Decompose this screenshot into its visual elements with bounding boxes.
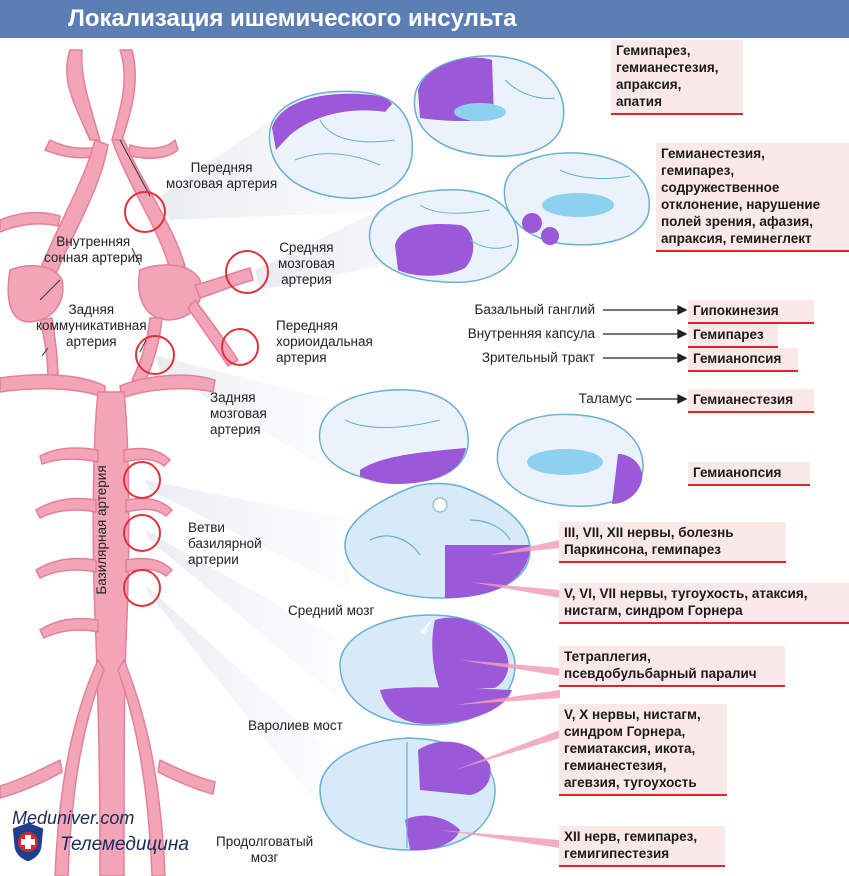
brain-aca-medial [413, 55, 565, 157]
symptom-line: Гипокинезия [693, 303, 779, 318]
symptom-line: гемипарез, [661, 163, 735, 178]
label-medulla: Продолговатый мозг [216, 834, 313, 866]
label-line: Задняя [68, 302, 115, 317]
brain-pca-medial [496, 413, 644, 507]
label-posterior-communicating-artery: Задняя коммуникативная артерия [36, 302, 147, 350]
symptom-line: Гемипарез [693, 327, 764, 342]
symptom-line: Гемипарез, [616, 43, 691, 58]
symptom-line: апатия [616, 94, 662, 109]
symptom-line: XII нерв, гемипарез, [564, 829, 698, 844]
symptom-line: Тетраплегия, [564, 649, 651, 664]
brainstem-medulla [319, 737, 496, 851]
shield-cross-icon [11, 821, 45, 863]
brain-aca-lateral [268, 90, 414, 199]
label-line: Передняя [276, 318, 338, 333]
label-line: сонная артерия [44, 250, 143, 265]
symptom-box-midbrain-2: V, VI, VII нервы, тугоухость, атаксия, н… [559, 583, 849, 624]
label-line: базилярной [188, 536, 262, 551]
label-line: Внутренняя [56, 234, 131, 249]
label-line: мозговая [278, 256, 335, 271]
symptom-line: V, X нервы, нистагм, [564, 707, 701, 722]
brainstem-pons [339, 614, 516, 726]
symptom-line: Гемианестезия, [661, 146, 765, 161]
label-optic-tract: Зрительный тракт [481, 350, 595, 365]
leader-lines [39, 139, 151, 357]
symptom-line: апраксия, геминеглект [661, 231, 812, 246]
watermark-tagline: Телемедицина [60, 834, 189, 855]
symptom-line: апраксия, [616, 77, 682, 92]
symptom-line: Гемианопсия [693, 351, 782, 366]
label-line: Продолговатый [216, 834, 314, 849]
label-pons: Варолиев мост [248, 718, 343, 733]
symptom-box-internal-capsule: Гемипарез [688, 324, 778, 348]
symptom-line: гемиатаксия, икота, [564, 741, 696, 756]
label-basilar-artery: Базилярная артерия [94, 465, 109, 595]
watermark: Meduniver.com Телемедицина [8, 808, 218, 868]
symptom-box-medulla-1: V, X нервы, нистагм, синдром Горнера, ге… [559, 704, 727, 796]
label-midbrain: Средний мозг [288, 603, 375, 618]
label-line: Средняя [279, 240, 334, 255]
symptom-box-thalamus: Гемианестезия [688, 389, 814, 413]
marker-circles [123, 191, 269, 607]
label-thalamus: Таламус [578, 391, 632, 406]
label-line: артерия [210, 422, 261, 437]
symptom-line: V, VI, VII нервы, тугоухость, атаксия, [564, 586, 808, 601]
label-line: коммуникативная [36, 318, 147, 333]
label-internal-carotid-artery: Внутренняя сонная артерия [44, 234, 143, 266]
label-anterior-choroidal-artery: Передняя хориоидальная артерия [276, 318, 373, 366]
symptom-line: Гемианестезия [693, 392, 794, 407]
page-title: Локализация ишемического инсульта [68, 5, 517, 32]
symptom-line: нистагм, синдром Горнера [564, 603, 743, 618]
symptom-line: содружественное [661, 180, 780, 195]
label-line: Ветви [188, 520, 225, 535]
label-line: мозг [250, 850, 279, 865]
label-line: артерии [188, 552, 239, 567]
symptom-line: гемианестезия, [616, 60, 719, 75]
symptom-line: Паркинсона, гемипарез [564, 542, 721, 557]
label-line: артерия [276, 350, 327, 365]
symptom-line: отклонение, нарушение [661, 197, 821, 212]
label-anterior-cerebral-artery: Передняя мозговая артерия [166, 160, 277, 192]
symptom-line: синдром Горнера, [564, 724, 686, 739]
symptom-line: псевдобульбарный паралич [564, 666, 757, 681]
symptom-box-basal-ganglia: Гипокинезия [688, 300, 814, 324]
symptom-box-pons: Тетраплегия, псевдобульбарный паралич [559, 646, 785, 687]
label-line: мозговая [210, 406, 267, 421]
symptom-box-optic-tract: Гемианопсия [688, 348, 798, 372]
watermark-site: Meduniver.com [12, 808, 135, 828]
brain-mca-medial [503, 152, 650, 246]
pointer-wedges [440, 540, 560, 848]
symptom-line: агевзия, тугоухость [564, 775, 697, 790]
symptom-box-mca: Гемианестезия, гемипарез, содружественно… [656, 143, 849, 252]
label-line: артерия [281, 272, 332, 287]
symptom-line: полей зрения, афазия, [661, 214, 813, 229]
symptom-line: гемигипестезия [564, 846, 670, 861]
label-internal-capsule: Внутренняя капсула [467, 326, 595, 341]
label-basal-ganglia: Базальный ганглий [474, 302, 595, 317]
label-middle-cerebral-artery: Средняя мозговая артерия [278, 240, 335, 288]
brain-mca-lateral [368, 189, 519, 284]
brain-pca-lateral [318, 389, 469, 484]
symptom-line: Гемианопсия [693, 465, 782, 480]
title-bar: Локализация ишемического инсульта [0, 0, 849, 38]
label-line: Передняя [190, 160, 253, 175]
symptom-box-medulla-2: XII нерв, гемипарез, гемигипестезия [559, 826, 725, 867]
symptom-box-midbrain-1: III, VII, XII нервы, болезнь Паркинсона,… [559, 522, 786, 563]
brainstem-midbrain [344, 482, 531, 599]
label-line: артерия [66, 334, 117, 349]
label-line: мозговая артерия [166, 176, 278, 191]
label-posterior-cerebral-artery: Задняя мозговая артерия [210, 390, 267, 438]
label-basilar-branches: Ветви базилярной артерии [188, 520, 262, 568]
symptom-box-pca: Гемианопсия [688, 462, 810, 486]
symptom-box-aca: Гемипарез, гемианестезия, апраксия, апат… [611, 40, 743, 115]
pointer-arrows [603, 304, 688, 405]
label-line: Задняя [210, 390, 256, 405]
artery-system [0, 49, 254, 876]
symptom-line: гемианестезия, [564, 758, 667, 773]
label-line: хориоидальная [276, 334, 373, 349]
symptom-line: III, VII, XII нервы, болезнь [564, 525, 734, 540]
